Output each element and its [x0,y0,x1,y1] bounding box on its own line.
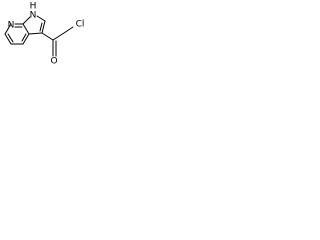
atom-label-pyrrole-n: N [30,11,37,21]
chloroacetyl-chain [41,26,74,57]
bond-ch2-cl [63,26,74,34]
bond-n1-c2 [36,15,46,22]
structure-drawing: N N H O Cl [4,2,85,67]
molecule-canvas: N N H O Cl [0,0,108,85]
bond-c2-c3 [41,20,46,34]
bond-c3-c3a [28,32,43,35]
bond-n7-c6 [4,23,12,35]
pyridine-ring [4,23,30,45]
bond-c4-c3a [22,33,30,45]
bond-c3a-c7a [22,23,30,35]
atom-label-pyridine-n: N [8,21,15,31]
atom-label-nh-hydrogen: H [30,2,37,12]
bond-c4-c3a-inner [21,33,27,42]
bond-c6-c5 [4,33,12,45]
bond-c2-c3-inner [39,22,43,32]
bond-c6-c5-inner [7,33,14,43]
bond-c3-carbonyl [41,32,54,41]
bond-carbonyl-ch2 [52,32,65,41]
pyrrole-ring [22,15,46,35]
atom-label-oxygen: O [50,57,57,67]
bond-c7a-n1 [22,16,31,25]
atom-label-chlorine: Cl [76,20,85,30]
